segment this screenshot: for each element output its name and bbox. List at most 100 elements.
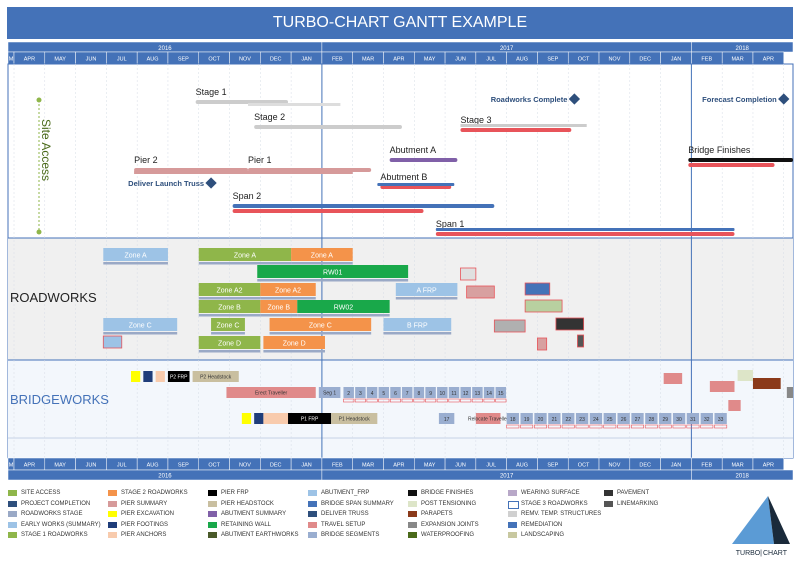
legend-label: BRIDGE SPAN SUMMARY xyxy=(321,500,394,507)
month-footer-label: MAR xyxy=(731,463,743,469)
road-block-baseline xyxy=(257,279,409,282)
bridge-segment-label: 28 xyxy=(649,417,655,423)
road-block-label: RW01 xyxy=(323,270,342,277)
bridge-segment xyxy=(659,413,672,424)
bridge-segment-baseline xyxy=(448,398,460,403)
road-block-baseline xyxy=(260,314,298,317)
bridge-block-label: Erect Traveller xyxy=(255,391,288,397)
road-block-label: RW02 xyxy=(334,305,353,312)
bridge-segment-label: 6 xyxy=(394,391,397,397)
month-header-label: JUL xyxy=(486,57,496,63)
bridge-segment xyxy=(355,387,366,398)
legend-swatch xyxy=(108,490,117,496)
month-footer-label: NOV xyxy=(608,463,620,469)
bridge-segment-baseline xyxy=(672,424,686,429)
bridge-segment-baseline xyxy=(401,398,413,403)
bridge-segment xyxy=(575,413,589,424)
bridge-segment-label: 19 xyxy=(524,417,530,423)
legend-swatch xyxy=(408,521,417,528)
legend-label: DELIVER TRUSS xyxy=(321,511,369,517)
month-footer-label: SEP xyxy=(547,463,558,469)
road-block-label: Zone C xyxy=(129,323,152,330)
section-label-roadworks: ROADWORKS xyxy=(10,290,97,305)
bridge-segment-baseline xyxy=(366,398,378,403)
month-header-label: SEP xyxy=(547,57,558,63)
bridge-block xyxy=(143,371,153,382)
bridge-block xyxy=(737,370,753,381)
bridge-segment-baseline xyxy=(644,424,658,429)
legend-swatch xyxy=(308,511,317,517)
bridge-segment xyxy=(378,387,390,398)
road-block xyxy=(297,300,390,313)
legend-label: RETAINING WALL xyxy=(221,521,272,528)
summary-bar-label: Pier 2 xyxy=(134,155,158,165)
month-footer-label: APR xyxy=(763,463,774,469)
bridge-segment xyxy=(366,387,378,398)
summary-bar xyxy=(389,158,458,162)
road-block-label: Zone B xyxy=(218,305,241,312)
road-block-label: Zone D xyxy=(218,341,241,348)
bridge-segment-label: 32 xyxy=(704,417,710,423)
road-block-baseline xyxy=(103,262,168,265)
bridge-segment-label: 22 xyxy=(565,417,571,423)
road-block-baseline xyxy=(211,332,245,335)
bridge-segment xyxy=(589,413,603,424)
road-block-label: Zone A2 xyxy=(275,288,301,295)
legend-swatch xyxy=(508,511,517,517)
bridge-segment-label: 29 xyxy=(662,417,668,423)
year-footer-label: 2016 xyxy=(158,474,172,480)
bridge-segment-label: 26 xyxy=(621,417,627,423)
chart-title: TURBO-CHART GANTT EXAMPLE xyxy=(7,7,793,39)
legend-swatch xyxy=(108,521,117,528)
road-block-baseline xyxy=(198,350,261,353)
road-block-label: Zone A xyxy=(125,253,148,260)
bridge-segment xyxy=(401,387,413,398)
bridge-segment xyxy=(714,413,727,424)
bridge-segment xyxy=(617,413,630,424)
bridge-segment-baseline xyxy=(700,424,714,429)
month-header-label: JUN xyxy=(455,57,466,63)
month-header-label: MAR xyxy=(362,57,374,63)
bridge-block xyxy=(155,371,165,382)
bridge-segment-label: 3 xyxy=(359,391,362,397)
legend-swatch xyxy=(408,490,417,496)
month-header-label: M xyxy=(9,57,14,63)
bridge-block xyxy=(331,413,378,424)
month-footer-label: JUN xyxy=(455,463,466,469)
summary-bar-baseline xyxy=(377,183,455,186)
bridge-segment-baseline xyxy=(436,398,448,403)
road-extra-block xyxy=(555,317,585,331)
bridge-segment xyxy=(448,387,460,398)
month-footer-label: JAN xyxy=(301,463,311,469)
legend-swatch xyxy=(208,500,217,507)
bridge-segment-baseline xyxy=(575,424,589,429)
bridge-segment xyxy=(520,413,533,424)
legend-label: WATERPROOFING xyxy=(421,532,474,538)
road-block xyxy=(395,283,458,296)
bridge-segment-baseline xyxy=(520,424,534,429)
bridge-segment-label: 4 xyxy=(371,391,374,397)
road-block xyxy=(211,318,245,331)
bridge-block xyxy=(254,413,264,424)
legend-swatch xyxy=(408,532,417,538)
month-footer-label: OCT xyxy=(578,463,590,469)
road-block xyxy=(260,300,298,313)
month-footer-label: AUG xyxy=(516,463,528,469)
legend-label: TRAVEL SETUP xyxy=(321,521,366,528)
month-header-label: OCT xyxy=(208,57,220,63)
month-header-label: DEC xyxy=(270,57,282,63)
legend-swatch xyxy=(308,521,317,528)
legend-label: STAGE 2 ROADWORKS xyxy=(121,490,188,496)
bridge-block xyxy=(709,381,735,392)
bridge-segment xyxy=(438,413,455,424)
legend-label: PROJECT COMPLETION xyxy=(21,500,91,507)
bridge-segment xyxy=(534,413,547,424)
summary-bar-baseline xyxy=(460,124,587,127)
turbo-chart-logo: TURBO | CHART xyxy=(732,496,790,557)
month-footer-label: JUN xyxy=(86,463,97,469)
road-block xyxy=(198,300,261,313)
bridge-segment xyxy=(686,413,700,424)
bridge-segment xyxy=(483,387,495,398)
